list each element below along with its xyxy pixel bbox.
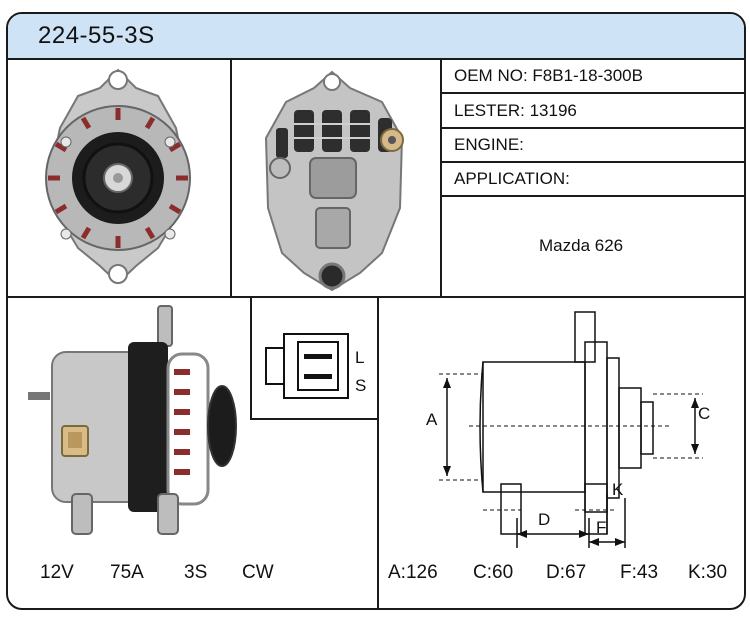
diagram-label-c: C (698, 404, 711, 423)
product-sheet: 224-55-3S OEM NO: F8B1-18-300B LESTER: 1… (6, 12, 746, 610)
divider-horizontal-main (8, 296, 744, 298)
info-row-line-1 (440, 92, 744, 94)
dimension-drawing (439, 311, 703, 548)
divider-vertical-top-1 (230, 58, 232, 296)
divider-vertical-top-2 (440, 58, 442, 296)
connector-diagram (265, 333, 349, 399)
connector-box-bottom (250, 418, 378, 420)
info-row-line-3 (440, 161, 744, 163)
connector-box-left (250, 296, 252, 420)
diagram-label-a: A (426, 410, 438, 429)
application-value: Mazda 626 (539, 236, 624, 255)
diagram-label-d: D (538, 510, 551, 529)
spec-voltage: 12V (40, 562, 74, 583)
divider-vertical-bottom (377, 296, 379, 608)
info-row-line-2 (440, 127, 744, 129)
lester-number: LESTER: 13196 (454, 101, 577, 120)
spec-rotation: CW (242, 562, 274, 583)
diagram-label-k: K (612, 480, 624, 499)
spec-groove: 3S (184, 562, 208, 583)
oem-number: OEM NO: F8B1-18-300B (454, 66, 643, 85)
dimension-k: K:30 (688, 562, 728, 583)
dimension-d: D:67 (546, 562, 587, 583)
spec-amperage: 75A (110, 562, 144, 583)
dimension-c: C:60 (473, 562, 514, 583)
dimension-a: A:126 (388, 562, 438, 583)
application-label: APPLICATION: (454, 169, 570, 188)
dimension-f: F:43 (620, 562, 659, 583)
alternator-side-view-image (28, 305, 237, 535)
pin-label-s: S (355, 376, 367, 395)
alternator-front-view-image (45, 68, 191, 285)
header-bar: 224-55-3S (8, 14, 744, 60)
engine-label: ENGINE: (454, 135, 524, 154)
info-row-line-4 (440, 195, 744, 197)
diagram-label-f: F (596, 518, 607, 537)
alternator-rear-view-image (264, 70, 404, 292)
part-number-title: 224-55-3S (38, 22, 155, 49)
pin-label-l: L (355, 348, 365, 367)
